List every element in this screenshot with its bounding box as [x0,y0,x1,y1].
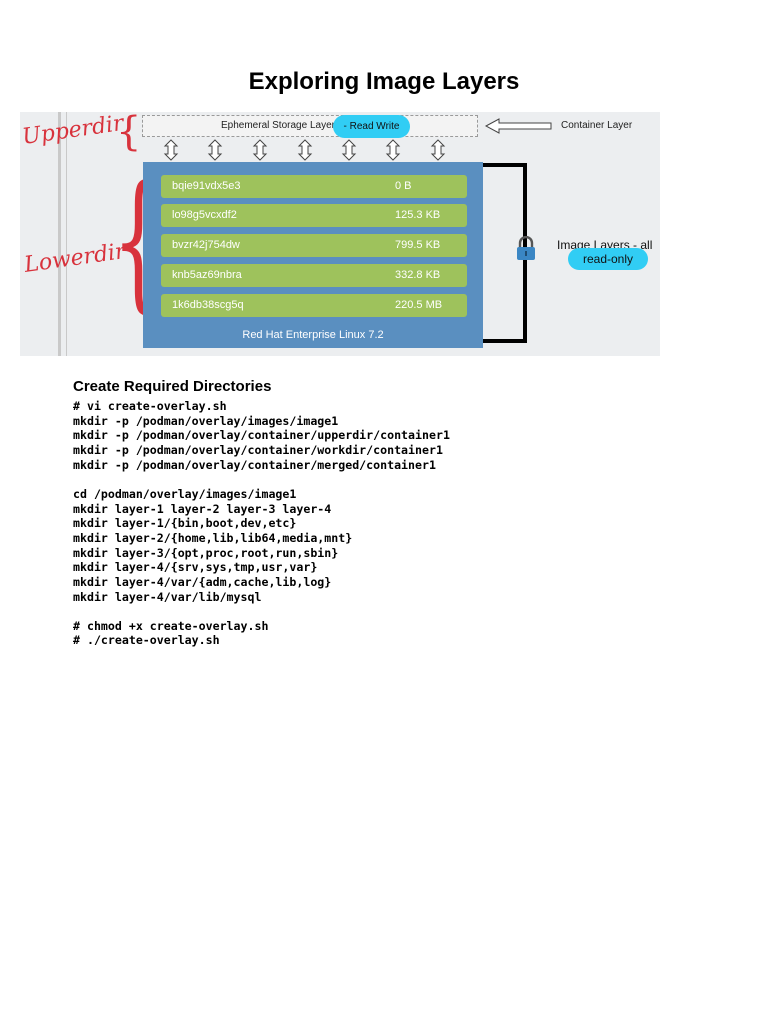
ephemeral-label: Ephemeral Storage Layer [221,120,335,131]
diagram-left-rule-thin [66,112,67,356]
image-layer-4: knb5az69nbra 332.8 KB [161,264,467,287]
layer-size: 125.3 KB [395,209,441,221]
upperdir-brace: { [116,109,142,155]
code-line: mkdir layer-4/var/{adm,cache,lib,log} [73,574,332,589]
code-line: mkdir layer-3/{opt,proc,root,run,sbin} [73,545,339,560]
layer-size: 220.5 MB [395,299,443,311]
read-write-badge: - Read Write [333,115,410,138]
double-arrow-icon [341,139,357,161]
section-heading: Create Required Directories [73,378,272,395]
left-arrow-icon [485,118,552,134]
image-layer-5: 1k6db38scg5q 220.5 MB [161,294,467,317]
lock-icon [517,236,535,260]
layer-size: 332.8 KB [395,269,441,281]
code-line: mkdir -p /podman/overlay/container/merge… [73,457,436,472]
code-line: # ./create-overlay.sh [73,633,220,648]
diagram-left-rule [58,112,61,356]
double-arrow-icon [430,139,446,161]
layer-size: 0 B [395,180,412,192]
layer-id: lo98g5vcxdf2 [172,209,237,221]
base-image-label: Red Hat Enterprise Linux 7.2 [242,329,384,341]
layer-id: knb5az69nbra [172,269,242,281]
code-line: # vi create-overlay.sh [73,399,227,413]
code-line: mkdir layer-1 layer-2 layer-3 layer-4 [73,501,332,516]
code-line [73,604,450,619]
image-layer-3: bvzr42j754dw 799.5 KB [161,234,467,257]
code-line: mkdir layer-2/{home,lib,lib64,media,mnt} [73,530,353,545]
code-line: mkdir layer-1/{bin,boot,dev,etc} [73,516,297,531]
ephemeral-storage-layer: Ephemeral Storage Layer [142,115,478,137]
image-layer-2: lo98g5vcxdf2 125.3 KB [161,204,467,227]
image-layer-1: bqie91vdx5e3 0 B [161,175,467,198]
code-line: # chmod +x create-overlay.sh [73,618,269,633]
code-line [73,472,450,487]
code-line: mkdir -p /podman/overlay/container/workd… [73,442,443,457]
layer-id: 1k6db38scg5q [172,299,244,311]
page-title: Exploring Image Layers [248,68,520,95]
layer-size: 799.5 KB [395,239,441,251]
image-layers-box: bqie91vdx5e3 0 B lo98g5vcxdf2 125.3 KB bvzr4… [143,162,483,348]
code-line: cd /podman/overlay/images/image1 [73,486,297,501]
code-line: mkdir layer-4/var/lib/mysql [73,589,262,604]
layer-arrows [163,139,446,161]
code-line: mkdir layer-4/{srv,sys,tmp,usr,var} [73,560,318,575]
double-arrow-icon [385,139,401,161]
layer-id: bvzr42j754dw [172,239,240,251]
read-only-badge: read-only [568,248,648,270]
double-arrow-icon [207,139,223,161]
container-layer-label: Container Layer [561,120,633,131]
double-arrow-icon [163,139,179,161]
layer-id: bqie91vdx5e3 [172,180,241,192]
code-line: mkdir -p /podman/overlay/images/image1 [73,413,339,428]
double-arrow-icon [252,139,268,161]
code-line: mkdir -p /podman/overlay/container/upper… [73,428,450,443]
double-arrow-icon [297,139,313,161]
